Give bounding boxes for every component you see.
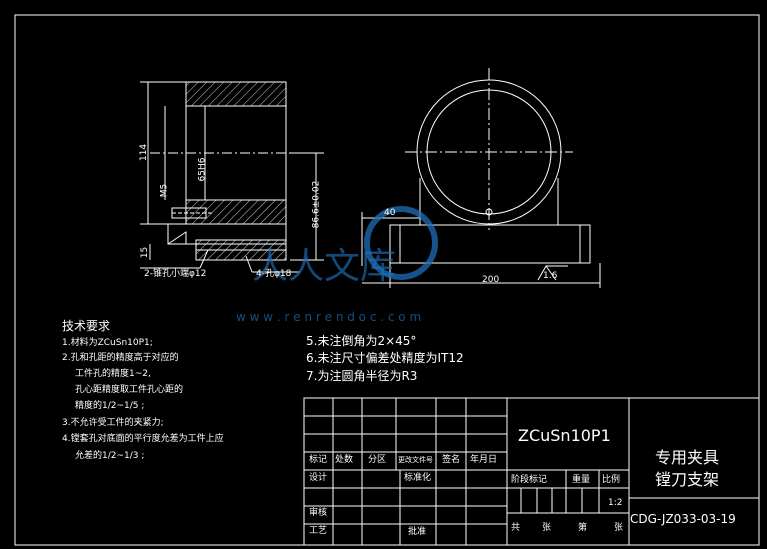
header-mark: 标记 xyxy=(309,455,328,465)
drawing-code: CDG-JZ033-03-19 xyxy=(630,512,736,526)
part-name-line2: 镗刀支架 xyxy=(655,470,720,489)
title-block-grid xyxy=(303,397,760,546)
label-scale: 比例 xyxy=(602,475,621,485)
sheet-unit-label: 张 xyxy=(542,523,552,533)
tech-req-item-right: 5.未注倒角为2×45° xyxy=(306,334,417,348)
roughness-value: 1.6 xyxy=(543,271,558,281)
tech-req-item: 1.材料为ZCuSn10P1; xyxy=(62,338,153,348)
dim-offset: 40 xyxy=(384,208,396,218)
tech-req-item: 工件孔的精度1~2, xyxy=(75,369,151,379)
note-taper-pin: 2-锥孔小端φ12 xyxy=(144,269,207,279)
tech-req-item: 3.不允许受工件的夹紧力; xyxy=(62,418,164,428)
scale-value: 1:2 xyxy=(608,498,623,508)
label-stage-mark: 阶段标记 xyxy=(511,475,548,485)
header-count: 处数 xyxy=(335,455,354,465)
material-label: ZCuSn10P1 xyxy=(518,426,611,445)
tech-req-item: 4.镗套孔对底面的平行度允差为工件上应 xyxy=(62,434,224,444)
header-sign: 签名 xyxy=(442,455,461,465)
label-approve: 批准 xyxy=(408,527,427,537)
part-name-line1: 专用夹具 xyxy=(655,448,720,467)
dim-center-height: 86.6±0.02 xyxy=(311,180,322,229)
dim-total-height: 114 xyxy=(139,143,150,162)
header-zone: 分区 xyxy=(368,455,387,465)
note-holes: 4-孔φ18 xyxy=(256,269,292,279)
watermark-url: w w w . r e n r e n d o c . c o m xyxy=(236,310,421,324)
label-standardize: 标准化 xyxy=(404,473,432,483)
tech-req-title: 技术要求 xyxy=(62,319,111,333)
tech-req-item: 精度的1/2~1/5 ; xyxy=(75,401,145,411)
tech-req-item-right: 6.未注尺寸偏差处精度为IT12 xyxy=(306,351,464,365)
tech-req-item: 允差的1/2~1/3 ; xyxy=(75,451,145,461)
tech-req-item: 孔心距精度取工件孔心距的 xyxy=(75,385,184,395)
header-change-doc: 更改文件号 xyxy=(398,456,433,464)
tech-req-item: 2.孔和孔距的精度高于对应的 xyxy=(62,353,179,363)
watermark: 人人文库 w w w . r e n r e n d o c . c o m xyxy=(236,206,438,324)
sheet-unit2-label: 张 xyxy=(614,523,624,533)
watermark-brand: 人人文库 xyxy=(252,246,396,287)
header-date: 年月日 xyxy=(470,455,498,465)
section-view xyxy=(140,81,324,273)
sheet-num-label: 第 xyxy=(578,523,588,533)
label-review: 审核 xyxy=(309,508,328,518)
dim-thread: M5 xyxy=(159,183,170,198)
dim-width: 200 xyxy=(482,275,500,285)
dim-bore-diameter: 65H6 xyxy=(197,157,208,182)
label-weight: 重量 xyxy=(572,475,591,485)
dim-base-height: 15 xyxy=(140,246,151,259)
label-process: 工艺 xyxy=(309,526,328,536)
tech-req-item-right: 7.为注圆角半径为R3 xyxy=(306,369,418,383)
front-view xyxy=(361,68,601,288)
label-design: 设计 xyxy=(309,473,328,483)
sheet-total-label: 共 xyxy=(511,523,521,533)
